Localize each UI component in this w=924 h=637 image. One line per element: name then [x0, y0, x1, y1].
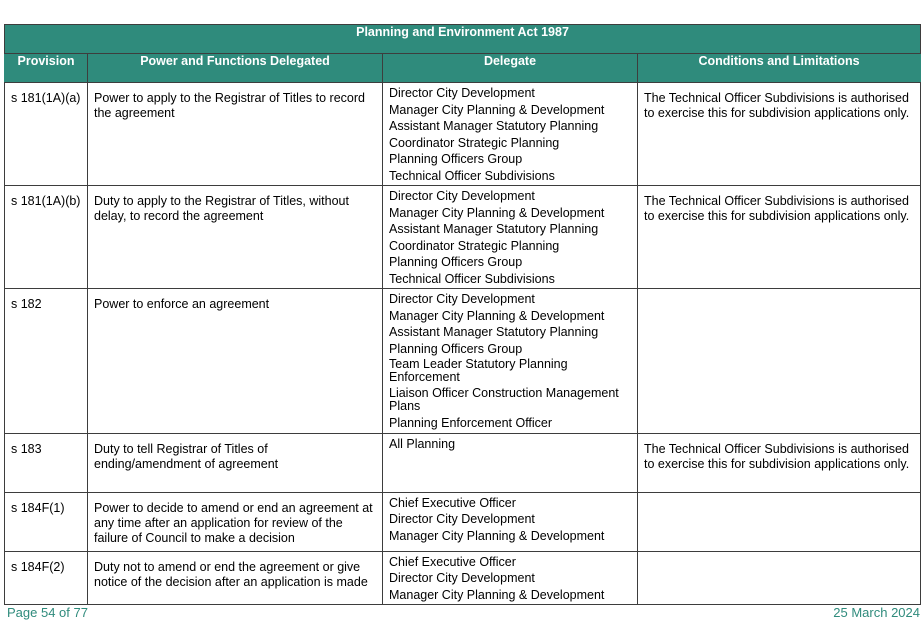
delegate-item: Planning Officers Group	[389, 341, 523, 356]
delegate-item: Coordinator Strategic Planning	[389, 135, 560, 150]
provision-cell: s 181(1A)(b)	[4, 185, 88, 289]
delegate-item: Assistant Manager Statutory Planning	[389, 325, 599, 339]
delegate-item: Technical Officer Subdivisions	[389, 168, 555, 183]
delegate-item: Chief Executive Officer	[389, 495, 516, 510]
provision-text: s 184F(1)	[11, 500, 65, 515]
delegation-table: Planning and Environment Act 1987 Provis…	[3, 24, 922, 605]
power-text: Power to decide to amend or end an agree…	[94, 500, 373, 545]
table-row: s 181(1A)(a) Power to apply to the Regis…	[4, 82, 922, 186]
delegate-cell: Chief Executive Officer Director City De…	[382, 491, 638, 552]
delegate-cell: Director City Development Manager City P…	[382, 288, 638, 434]
delegate-list: All Planning	[383, 434, 637, 452]
delegate-item: Director City Development	[389, 86, 535, 100]
delegate-item: Planning Officers Group	[389, 152, 523, 166]
delegate-item: Director City Development	[389, 189, 535, 203]
conditions-text: The Technical Officer Subdivisions is au…	[644, 441, 910, 471]
delegate-cell: Director City Development Manager City P…	[382, 82, 638, 186]
document-date: 25 March 2024	[833, 605, 920, 620]
provision-cell: s 181(1A)(a)	[4, 82, 88, 186]
delegate-item: Team Leader Statutory Planning Enforceme…	[389, 357, 568, 384]
table-row: s 183 Duty to tell Registrar of Titles o…	[4, 432, 922, 493]
header-conditions: Conditions and Limitations	[636, 53, 922, 83]
power-text: Duty to apply to the Registrar of Titles…	[94, 194, 349, 223]
delegate-item: Manager City Planning & Development	[389, 205, 605, 220]
header-delegate: Delegate	[382, 53, 638, 83]
conditions-text	[638, 289, 920, 297]
power-cell: Duty to tell Registrar of Titles of endi…	[87, 432, 383, 493]
provision-cell: s 184F(2)	[4, 550, 88, 605]
delegate-cell: Director City Development Manager City P…	[382, 185, 638, 289]
delegate-item: Chief Executive Officer	[389, 554, 516, 569]
act-title: Planning and Environment Act 1987	[3, 24, 922, 54]
delegate-list: Director City Development Manager City P…	[383, 289, 637, 431]
provision-text: s 181(1A)(b)	[11, 194, 81, 208]
provision-text: s 183	[11, 441, 42, 456]
conditions-cell: The Technical Officer Subdivisions is au…	[636, 82, 922, 186]
conditions-text	[638, 493, 920, 501]
power-cell: Power to decide to amend or end an agree…	[87, 491, 383, 552]
act-title-row: Planning and Environment Act 1987	[3, 24, 922, 54]
delegate-cell: Chief Executive Officer Director City De…	[382, 550, 638, 605]
header-provision: Provision	[4, 53, 88, 83]
table-row: s 181(1A)(b) Duty to apply to the Regist…	[4, 185, 922, 289]
delegate-item: Manager City Planning & Development	[389, 528, 605, 543]
power-text: Duty to tell Registrar of Titles of endi…	[94, 441, 279, 471]
conditions-cell: The Technical Officer Subdivisions is au…	[636, 432, 922, 493]
delegate-list: Director City Development Manager City P…	[383, 186, 637, 287]
delegate-item: Manager City Planning & Development	[389, 308, 605, 323]
delegate-item: Liaison Officer Construction Management …	[389, 386, 619, 413]
header-power: Power and Functions Delegated	[87, 53, 383, 83]
table-row: s 184F(1) Power to decide to amend or en…	[4, 491, 922, 552]
delegate-item: Assistant Manager Statutory Planning	[389, 119, 599, 133]
provision-cell: s 183	[4, 432, 88, 493]
delegate-item: Planning Enforcement Officer	[389, 416, 553, 430]
delegate-item: Coordinator Strategic Planning	[389, 238, 560, 253]
delegate-list: Chief Executive Officer Director City De…	[383, 552, 637, 603]
delegate-item: Director City Development	[389, 571, 535, 585]
table-body: s 181(1A)(a) Power to apply to the Regis…	[4, 82, 922, 605]
conditions-text: The Technical Officer Subdivisions is au…	[644, 194, 910, 223]
provision-text: s 184F(2)	[11, 559, 65, 574]
page-number: Page 54 of 77	[7, 605, 88, 620]
conditions-text: The Technical Officer Subdivisions is au…	[644, 91, 910, 120]
power-text: Duty not to amend or end the agreement o…	[94, 559, 368, 589]
delegate-item: All Planning	[389, 436, 456, 451]
delegate-item: Planning Officers Group	[389, 255, 523, 269]
delegate-item: Technical Officer Subdivisions	[389, 271, 555, 286]
delegate-list: Chief Executive Officer Director City De…	[383, 493, 637, 544]
table-row: s 184F(2) Duty not to amend or end the a…	[4, 550, 922, 605]
provision-cell: s 182	[4, 288, 88, 434]
power-text: Power to enforce an agreement	[94, 297, 270, 311]
delegate-item: Director City Development	[389, 512, 535, 526]
provision-text: s 181(1A)(a)	[11, 91, 81, 105]
power-cell: Duty not to amend or end the agreement o…	[87, 550, 383, 605]
power-cell: Power to enforce an agreement	[87, 288, 383, 434]
power-cell: Duty to apply to the Registrar of Titles…	[87, 185, 383, 289]
delegate-item: Manager City Planning & Development	[389, 102, 605, 117]
delegate-item: Director City Development	[389, 292, 535, 306]
conditions-cell	[636, 288, 922, 434]
conditions-cell	[636, 550, 922, 605]
conditions-text	[638, 552, 920, 560]
delegate-item: Manager City Planning & Development	[389, 587, 605, 602]
conditions-cell: The Technical Officer Subdivisions is au…	[636, 185, 922, 289]
power-text: Power to apply to the Registrar of Title…	[94, 91, 365, 120]
delegate-list: Director City Development Manager City P…	[383, 83, 637, 184]
provision-cell: s 184F(1)	[4, 491, 88, 552]
delegate-item: Assistant Manager Statutory Planning	[389, 222, 599, 236]
delegation-sheet: Planning and Environment Act 1987 Provis…	[3, 24, 922, 605]
table-row: s 182 Power to enforce an agreement Dire…	[4, 288, 922, 434]
delegate-cell: All Planning	[382, 432, 638, 493]
provision-text: s 182	[11, 297, 42, 311]
column-header-row: Provision Power and Functions Delegated …	[4, 53, 922, 83]
conditions-cell	[636, 491, 922, 552]
power-cell: Power to apply to the Registrar of Title…	[87, 82, 383, 186]
